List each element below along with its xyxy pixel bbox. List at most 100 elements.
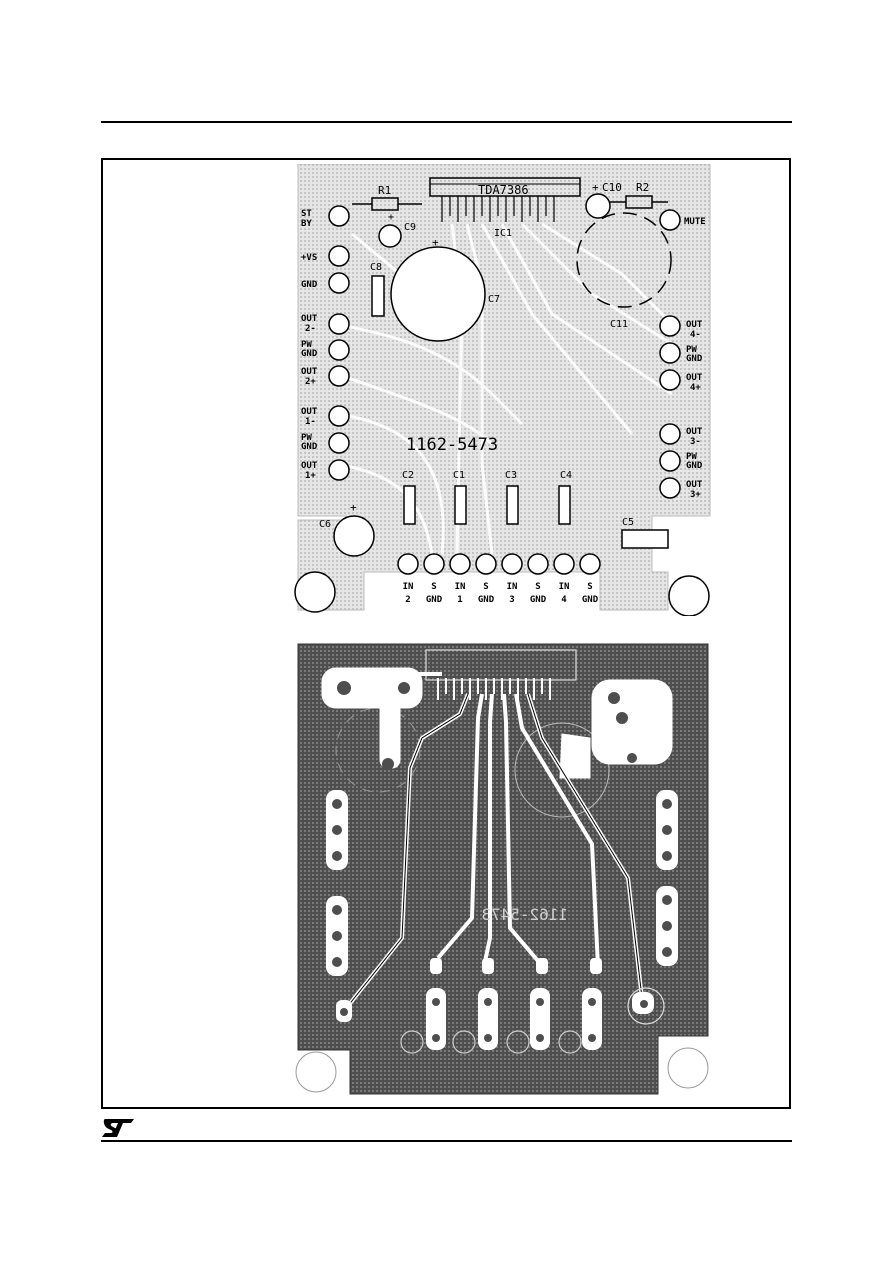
connector-label: IN [403, 582, 414, 592]
footer-rule [101, 1140, 792, 1142]
c9-label: C9 [404, 222, 416, 233]
c11-capacitor [576, 212, 672, 308]
c5-capacitor [621, 529, 669, 549]
connector-label: OUT [301, 407, 318, 417]
c5-label: C5 [622, 517, 634, 528]
connector-label: S [535, 582, 540, 592]
header-rule [101, 121, 792, 123]
connector-label: 3+ [690, 490, 701, 500]
connector-label: 4 [561, 595, 567, 605]
c10-plus: + [592, 181, 599, 194]
c10-capacitor [585, 193, 611, 219]
c8-label: C8 [370, 262, 382, 273]
ghost-c7 [514, 722, 610, 818]
bottom-connector-pads [397, 553, 601, 575]
c1-capacitor [454, 485, 467, 525]
copper-board-code: 1162-5473 [481, 905, 568, 924]
connector-label: GND [301, 442, 318, 452]
left-connector-pads [328, 205, 350, 481]
connector-label: IN [507, 582, 518, 592]
c9-capacitor [378, 224, 402, 248]
c9-plus: + [388, 212, 394, 223]
connector-label: OUT [301, 367, 318, 377]
connector-label: 2+ [305, 377, 316, 387]
connector-label: 4- [690, 330, 701, 340]
copper-ic-pins [437, 678, 551, 700]
connector-label: 1 [457, 595, 462, 605]
c2-label: C2 [402, 470, 414, 481]
connector-label: OUT [686, 373, 703, 383]
connector-label: GND [301, 349, 318, 359]
connector-label: IN [455, 582, 466, 592]
st-logo-icon [102, 1119, 134, 1137]
connector-label: GND [686, 354, 703, 364]
copper-c6-pad [627, 987, 665, 1025]
connector-label: 2- [305, 324, 316, 334]
connector-label: GND [478, 595, 495, 605]
r2-label: R2 [636, 181, 649, 194]
c3-capacitor [506, 485, 519, 525]
connector-label: PW [686, 452, 697, 462]
connector-label: OUT [686, 427, 703, 437]
c7-plus: + [432, 236, 439, 249]
connector-label: 3- [690, 437, 701, 447]
c6-capacitor [333, 515, 375, 557]
mounting-hole [668, 575, 710, 616]
c7-label: C7 [488, 294, 500, 305]
connector-label: 1+ [305, 471, 316, 481]
copper-mounting-hole [295, 1051, 337, 1093]
connector-label: GND [686, 461, 703, 471]
ic1-name: TDA7386 [478, 183, 529, 197]
connector-label: IN [559, 582, 570, 592]
connector-label: 4+ [690, 383, 701, 393]
connector-label: S [431, 582, 436, 592]
copper-pads-top [321, 667, 673, 779]
c11-label: C11 [610, 319, 628, 330]
board-code: 1162-5473 [406, 435, 498, 455]
connector-label: OUT [301, 314, 318, 324]
copper-layout-board: 1162-5473 [295, 643, 709, 1095]
component-layout-board: R1 TDA7386 IC1 + C10 R2 C11 + C9 C8 + C7… [294, 164, 711, 616]
c7-capacitor [390, 246, 486, 342]
connector-label: GND [530, 595, 547, 605]
c4-capacitor [558, 485, 571, 525]
copper-input-pads [426, 958, 602, 1050]
connector-label: GND [582, 595, 599, 605]
c6-label: C6 [319, 519, 331, 530]
mounting-hole [294, 571, 336, 613]
bottom-connector-labels: IN 2 S GND IN 1 S GND IN 3 S GND IN 4 S … [403, 582, 599, 605]
connector-label: PW [686, 345, 697, 355]
c10-label: C10 [602, 181, 622, 194]
connector-label: PW [301, 340, 312, 350]
c6-plus: + [350, 501, 357, 514]
connector-label: PW [301, 433, 312, 443]
ic1-ref: IC1 [494, 228, 512, 239]
connector-label: OUT [301, 461, 318, 471]
connector-label: 1- [305, 417, 316, 427]
r1-label: R1 [378, 184, 391, 197]
c3-label: C3 [505, 470, 517, 481]
connector-label: 3 [509, 595, 514, 605]
connector-label: 2 [405, 595, 410, 605]
connector-label: S [483, 582, 488, 592]
connector-label: ST [301, 209, 312, 219]
ic1-chip [429, 177, 581, 197]
right-connector-pads [659, 209, 681, 499]
copper-bottom-ring-pads [400, 1030, 582, 1054]
connector-label: GND [301, 280, 318, 290]
c2-capacitor [403, 485, 416, 525]
connector-label: GND [426, 595, 443, 605]
c1-label: C1 [453, 470, 465, 481]
ghost-c11 [335, 707, 421, 793]
connector-label: OUT [686, 320, 703, 330]
ic1-pins [441, 196, 555, 222]
left-connector-labels: ST BY +VS GND OUT 2- PW GND OUT 2+ OUT 1… [301, 209, 318, 481]
connector-label: +VS [301, 253, 317, 263]
connector-label: MUTE [684, 217, 706, 227]
connector-label: BY [301, 219, 312, 229]
right-connector-labels: MUTE OUT 4- PW GND OUT 4+ OUT 3- PW GND … [684, 217, 706, 500]
c4-label: C4 [560, 470, 572, 481]
copper-mounting-hole [667, 1047, 709, 1089]
c8-capacitor [371, 275, 385, 317]
connector-label: S [587, 582, 592, 592]
